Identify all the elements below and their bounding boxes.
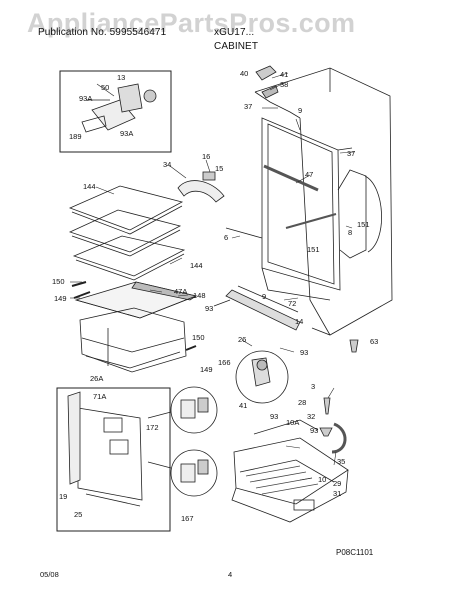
callout-28: 28 xyxy=(298,398,307,407)
callout-167: 167 xyxy=(181,514,194,523)
callout-15: 15 xyxy=(215,164,224,173)
callout-144-upper: 144 xyxy=(83,182,96,191)
callout-6: 6 xyxy=(224,233,229,242)
callout-31: 31 xyxy=(333,489,342,498)
callout-38: 38 xyxy=(280,80,289,89)
callout-26: 26 xyxy=(238,335,247,344)
callout-32: 32 xyxy=(307,412,316,421)
callout-41-top: 41 xyxy=(280,70,289,79)
drain-tube xyxy=(331,422,347,454)
callout-29: 29 xyxy=(333,479,342,488)
callout-10: 10 xyxy=(318,475,327,484)
callout-93a-lower: 93A xyxy=(120,129,134,138)
footer-page-number: 4 xyxy=(228,570,233,579)
callout-47: 47 xyxy=(305,170,314,179)
callout-72: 72 xyxy=(288,299,297,308)
publication-number: Publication No. 5995546471 xyxy=(38,27,167,38)
callout-93a-upper: 93A xyxy=(79,94,93,103)
callout-9-mid: 9 xyxy=(262,292,267,301)
callout-10a: 10A xyxy=(286,418,300,427)
top-hinge xyxy=(255,65,279,99)
callout-189: 189 xyxy=(69,132,82,141)
callout-151-upper: 151 xyxy=(357,220,370,229)
callout-149-upper: 149 xyxy=(54,294,67,303)
callout-71a: 71A xyxy=(93,392,107,401)
callout-14: 14 xyxy=(295,317,304,326)
wire-shelves xyxy=(68,185,186,281)
callout-41-lower: 41 xyxy=(239,401,248,410)
clips xyxy=(71,281,197,351)
callout-150-lower: 150 xyxy=(192,333,205,342)
callout-93-lower-b: 93 xyxy=(310,426,319,435)
callout-3: 3 xyxy=(311,382,316,391)
callout-63: 63 xyxy=(370,337,379,346)
callout-40: 40 xyxy=(240,69,249,78)
watermark-text: AppliancePartsPros.com xyxy=(27,8,356,38)
detail-circle-upper xyxy=(170,386,218,434)
callout-8: 8 xyxy=(348,228,353,237)
inset-control-panel xyxy=(56,387,171,532)
door-handle xyxy=(177,171,225,203)
cabinet-body xyxy=(225,67,393,336)
callout-37-right: 37 xyxy=(347,149,356,158)
diagram-id: P08C1101 xyxy=(336,548,374,557)
evaporator-tray xyxy=(231,419,349,523)
section-title: CABINET xyxy=(214,41,259,52)
callout-150-upper: 150 xyxy=(52,277,65,286)
callout-149-lower: 149 xyxy=(200,365,213,374)
callout-151-lower: 151 xyxy=(307,245,320,254)
callout-26a: 26A xyxy=(90,374,104,383)
callout-93-right: 93 xyxy=(300,348,309,357)
detail-circle-thermostat xyxy=(235,350,289,404)
callout-47a: 47A xyxy=(174,287,188,296)
callout-35: 35 xyxy=(337,457,346,466)
callout-34: 34 xyxy=(163,160,172,169)
callout-25: 25 xyxy=(74,510,83,519)
model-number: xGU17... xyxy=(214,27,255,38)
inset-fan-assembly xyxy=(59,70,172,153)
callout-37-left: 37 xyxy=(244,102,253,111)
crisper-drawers xyxy=(79,307,187,373)
callout-166: 166 xyxy=(218,358,231,367)
footer-date: 05/08 xyxy=(40,570,59,579)
callout-19: 19 xyxy=(59,492,68,501)
callout-50: 50 xyxy=(101,83,110,92)
callout-16: 16 xyxy=(202,152,211,161)
callout-148: 148 xyxy=(193,291,206,300)
divider-bar xyxy=(213,285,301,331)
callout-13: 13 xyxy=(117,73,126,82)
screws xyxy=(319,339,359,437)
callout-144-lower: 144 xyxy=(190,261,203,270)
callout-93-left: 93 xyxy=(205,304,214,313)
callout-93-lower-a: 93 xyxy=(270,412,279,421)
callout-9-top: 9 xyxy=(298,106,303,115)
detail-circle-lower xyxy=(170,449,218,497)
leader-lines xyxy=(70,72,355,481)
callout-172: 172 xyxy=(146,423,159,432)
